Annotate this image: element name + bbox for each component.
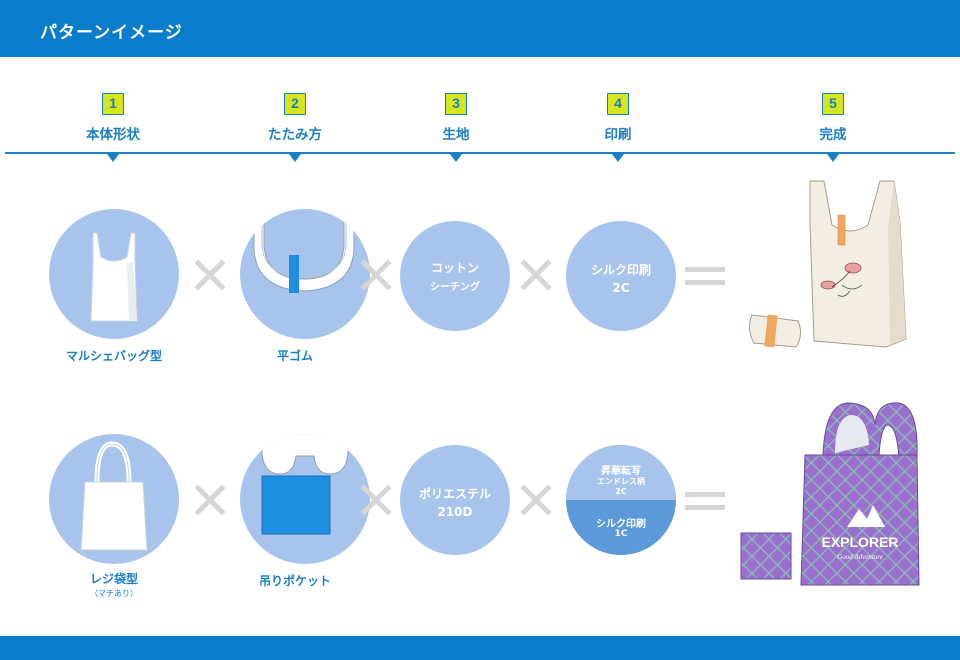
flat-elastic-icon bbox=[253, 209, 355, 293]
equals-icon bbox=[685, 490, 725, 514]
multiply-icon bbox=[360, 259, 392, 291]
step-2: 2 たたみ方 bbox=[235, 93, 355, 162]
finished-marche-bag-image bbox=[748, 180, 907, 348]
fold-caption: 平ゴム bbox=[276, 349, 313, 363]
fabric-type: 210D bbox=[437, 505, 473, 519]
shape-caption: レジ袋型 bbox=[89, 572, 138, 586]
fabric-circle-polyester: ポリエステル 210D bbox=[400, 445, 510, 555]
multiply-icon bbox=[520, 259, 552, 291]
fold-circle-elastic bbox=[240, 209, 370, 339]
fabric-circle-cotton: コットン シーチング bbox=[400, 221, 510, 331]
folded-pouch-icon bbox=[740, 532, 792, 580]
page-title: パターンイメージ bbox=[40, 23, 183, 43]
fabric-name: ポリエステル bbox=[418, 487, 491, 501]
finished-reji-bag-image: EXPLORER Good Adventure bbox=[740, 402, 920, 586]
multiply-icon bbox=[520, 484, 552, 516]
marche-bag-icon bbox=[90, 232, 138, 322]
footer-bar bbox=[0, 636, 960, 660]
step-number: 4 bbox=[607, 93, 629, 115]
step-arrow-icon bbox=[612, 154, 624, 162]
shape-circle-reji bbox=[49, 434, 179, 564]
reji-bag-icon bbox=[80, 441, 148, 551]
print-colors-bottom: 1C bbox=[614, 529, 628, 539]
step-label: 完成 bbox=[819, 127, 847, 143]
multiply-icon bbox=[194, 484, 226, 516]
step-number: 1 bbox=[102, 93, 124, 115]
print-circle-top-half bbox=[566, 445, 676, 500]
step-4: 4 印刷 bbox=[558, 93, 678, 162]
step-label: 印刷 bbox=[604, 127, 632, 143]
print-colors-top: 2C bbox=[615, 487, 627, 496]
hanging-pocket-icon bbox=[261, 434, 349, 535]
print-circle-silk: シルク印刷 2C bbox=[566, 221, 676, 331]
print-circle-combined: 昇華転写 エンドレス柄 2C シルク印刷 1C bbox=[566, 445, 676, 555]
step-label: 本体形状 bbox=[86, 127, 140, 143]
step-arrow-icon bbox=[450, 154, 462, 162]
equals-icon bbox=[685, 265, 725, 289]
shape-caption: マルシェバッグ型 bbox=[65, 349, 162, 363]
step-arrow-icon bbox=[289, 154, 301, 162]
shape-circle-marche bbox=[49, 209, 179, 339]
timeline-line bbox=[5, 152, 955, 154]
product-logo: EXPLORER bbox=[821, 534, 898, 550]
step-number: 3 bbox=[445, 93, 467, 115]
fabric-type: シーチング bbox=[430, 282, 480, 293]
product-logo-sub: Good Adventure bbox=[837, 553, 883, 561]
print-method-top: 昇華転写 bbox=[601, 466, 641, 477]
fold-circle-pocket bbox=[240, 434, 370, 564]
fabric-name: コットン bbox=[430, 261, 479, 275]
header-bar bbox=[0, 0, 960, 57]
print-method-bottom: シルク印刷 bbox=[596, 519, 646, 530]
shape-caption-note: （マチあり） bbox=[90, 589, 138, 598]
step-3: 3 生地 bbox=[396, 93, 516, 162]
step-label: 生地 bbox=[442, 127, 470, 143]
multiply-icon bbox=[360, 484, 392, 516]
step-1: 1 本体形状 bbox=[53, 93, 173, 162]
print-colors: 2C bbox=[612, 281, 630, 295]
step-arrow-icon bbox=[827, 154, 839, 162]
fold-caption: 吊りポケット bbox=[258, 574, 331, 588]
step-number: 5 bbox=[822, 93, 844, 115]
folded-bag-icon bbox=[748, 314, 802, 348]
multiply-icon bbox=[194, 259, 226, 291]
print-method: シルク印刷 bbox=[590, 263, 651, 277]
step-label: たたみ方 bbox=[268, 127, 322, 143]
step-5: 5 完成 bbox=[773, 93, 893, 162]
step-number: 2 bbox=[284, 93, 306, 115]
step-arrow-icon bbox=[107, 154, 119, 162]
print-pattern-top: エンドレス柄 bbox=[597, 477, 645, 486]
